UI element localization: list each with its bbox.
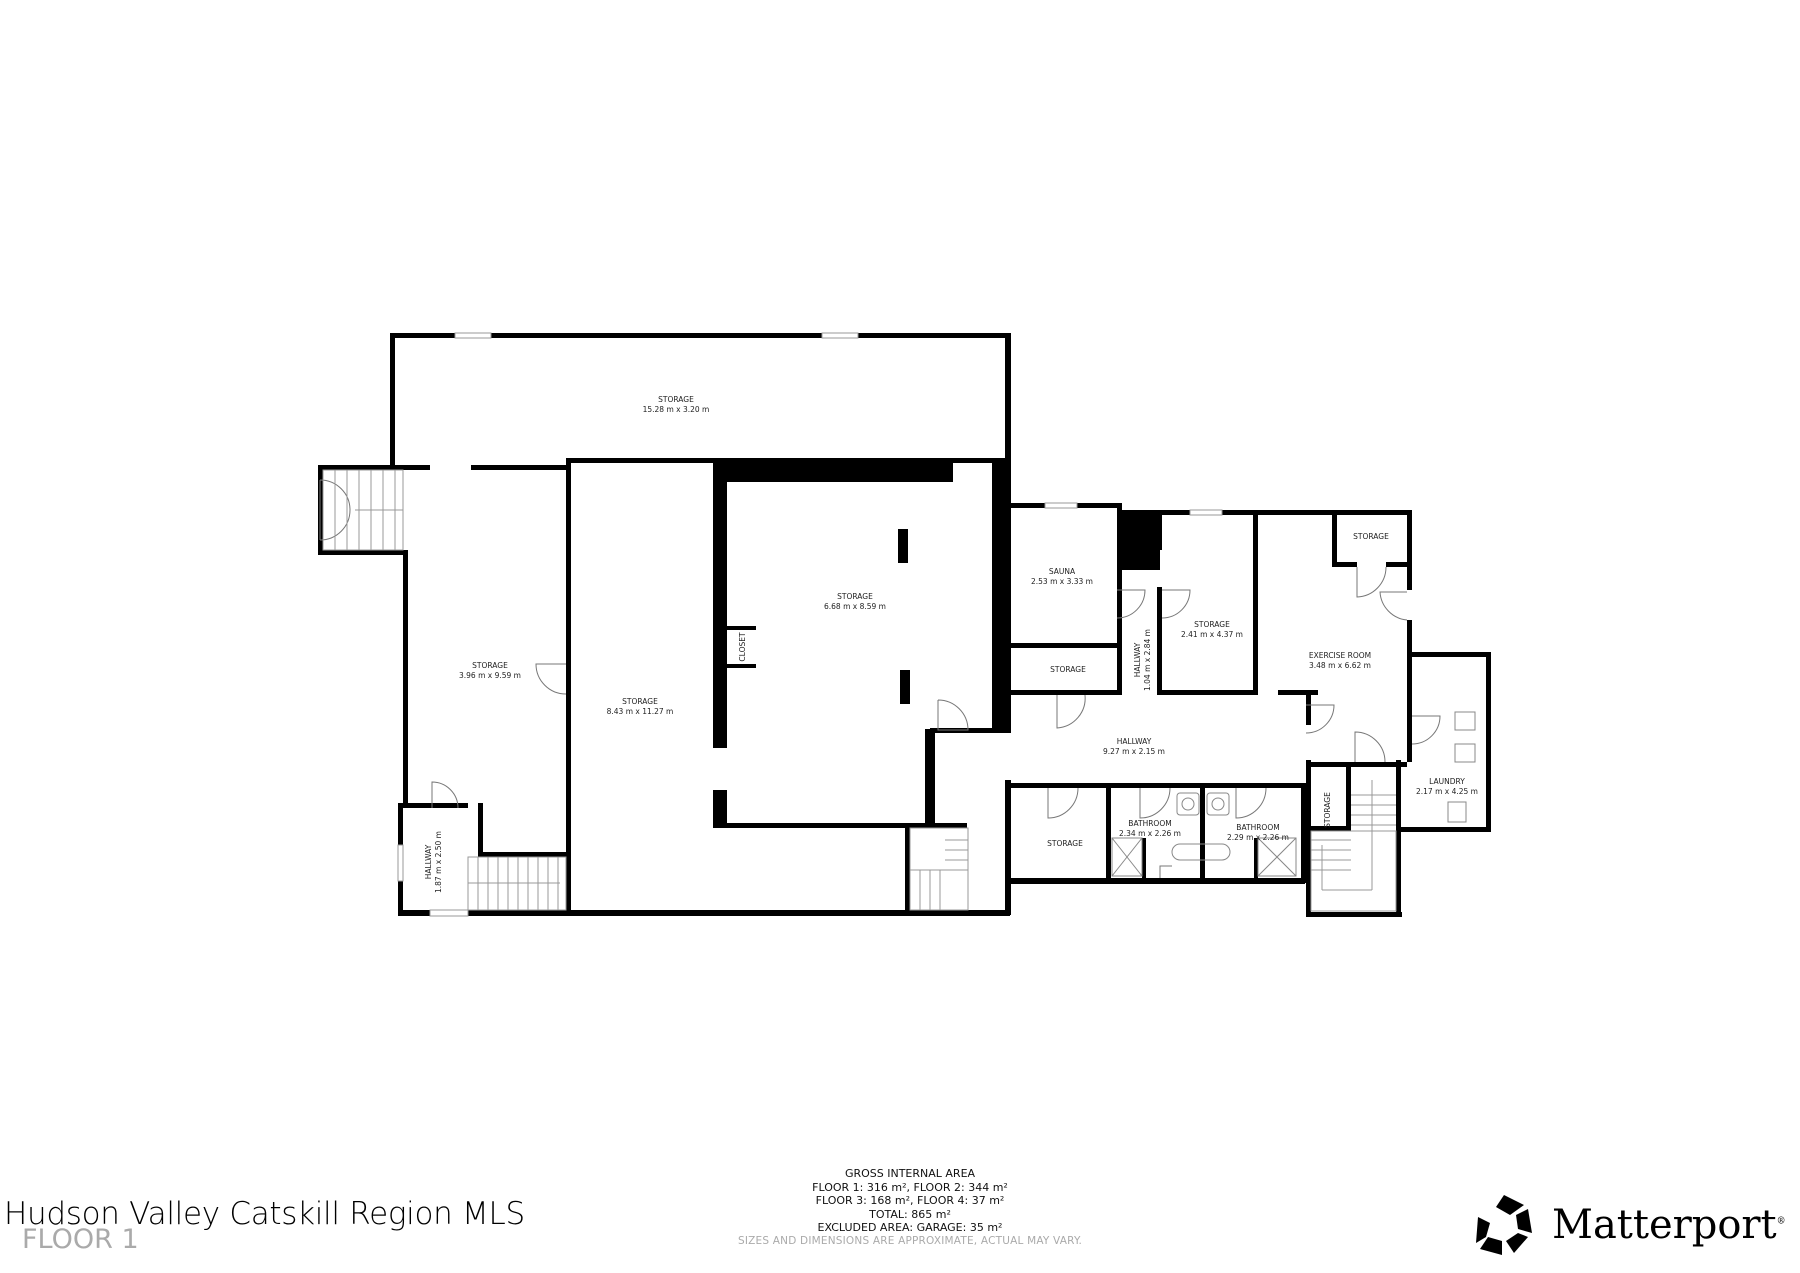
room-name: STORAGE: [472, 661, 508, 670]
room-dims: 1.87 m x 2.50 m: [434, 831, 443, 893]
room-name: SAUNA: [1049, 567, 1076, 576]
room-name: HALLWAY: [424, 844, 433, 879]
matterport-star-icon: [1476, 1195, 1532, 1255]
brand-name: Matterport®: [1552, 1202, 1786, 1248]
room-name: LAUNDRY: [1429, 777, 1465, 786]
room-dims: 2.17 m x 4.25 m: [1416, 787, 1478, 796]
area-excluded: EXCLUDED AREA: GARAGE: 35 m²: [817, 1221, 1003, 1234]
floor-label: FLOOR 1: [22, 1224, 139, 1255]
room-dims: 15.28 m x 3.20 m: [643, 405, 710, 414]
room-name: STORAGE: [1050, 665, 1086, 674]
room-dims: 3.96 m x 9.59 m: [459, 671, 521, 680]
room-dims: 6.68 m x 8.59 m: [824, 602, 886, 611]
room-name: BATHROOM: [1236, 823, 1279, 832]
room-name: CLOSET: [738, 632, 747, 662]
room-dims: 2.53 m x 3.33 m: [1031, 577, 1093, 586]
room-name: EXERCISE ROOM: [1309, 651, 1371, 660]
area-floors-1-2: FLOOR 1: 316 m², FLOOR 2: 344 m²: [812, 1180, 1008, 1194]
room-name: STORAGE: [1323, 792, 1332, 828]
room-dims: 9.27 m x 2.15 m: [1103, 747, 1165, 756]
stairs: [322, 469, 1397, 912]
room-name: STORAGE: [622, 697, 658, 706]
room-labels: STORAGE 15.28 m x 3.20 m STORAGE 3.96 m …: [424, 395, 1478, 893]
walls: [318, 333, 1491, 917]
room-name: HALLWAY: [1117, 737, 1152, 746]
room-name: BATHROOM: [1128, 819, 1171, 828]
room-dims: 2.41 m x 4.37 m: [1181, 630, 1243, 639]
room-dims: 8.43 m x 11.27 m: [607, 707, 674, 716]
room-name: STORAGE: [1047, 839, 1083, 848]
mls-watermark: Hudson Valley Catskill Region MLS: [4, 1196, 525, 1232]
room-name: STORAGE: [658, 395, 694, 404]
area-disclaimer: SIZES AND DIMENSIONS ARE APPROXIMATE, AC…: [737, 1234, 1082, 1247]
doors: [319, 479, 1441, 878]
room-dims: 2.29 m x 2.26 m: [1227, 833, 1289, 842]
fixtures: [1111, 711, 1476, 877]
room-name: STORAGE: [1353, 532, 1389, 541]
room-name: STORAGE: [1194, 620, 1230, 629]
room-name: STORAGE: [837, 592, 873, 601]
area-floors-3-4: FLOOR 3: 168 m², FLOOR 4: 37 m²: [815, 1194, 1005, 1207]
area-title: GROSS INTERNAL AREA: [844, 1167, 976, 1180]
windows: [397, 332, 1223, 917]
gross-internal-area: GROSS INTERNAL AREA FLOOR 1: 316 m², FLO…: [700, 1167, 1120, 1248]
room-dims: 3.48 m x 6.62 m: [1309, 661, 1371, 670]
room-name: HALLWAY: [1133, 642, 1142, 677]
area-total: TOTAL: 865 m²: [869, 1207, 951, 1221]
matterport-logo: Matterport®: [1474, 1193, 1786, 1257]
room-dims: 1.04 m x 2.84 m: [1143, 629, 1152, 691]
room-dims: 2.34 m x 2.26 m: [1119, 829, 1181, 838]
